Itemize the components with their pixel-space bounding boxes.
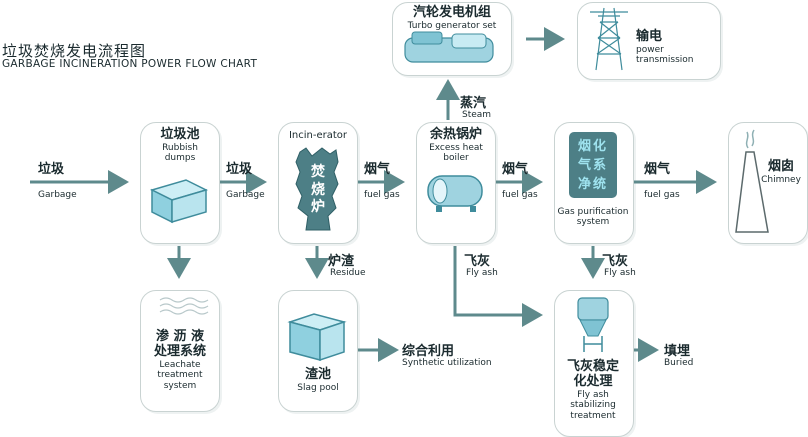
edge-fly-ash-2-en: Fly ash	[604, 268, 636, 278]
edge-flue-3-cn: 烟气	[644, 162, 671, 177]
gas-purification-en-2: system	[576, 217, 610, 228]
fly-ash-stabilizing-en-3: treatment	[570, 410, 616, 421]
edge-buried-cn: 填埋	[664, 344, 691, 359]
rubbish-dumps-label: 垃圾池 Rubbish dumps	[140, 127, 220, 164]
power-en-2: transmission	[636, 55, 694, 66]
edge-synthetic-en: Synthetic utilization	[402, 358, 492, 368]
fly-ash-stabilizing-label: 飞灰稳定 化处理 Fly ash stabilizing treatment	[550, 359, 636, 421]
edge-flue-2-cn: 烟气	[502, 162, 529, 177]
leachate-cn-1: 渗 沥 液	[155, 329, 205, 344]
boiler-icon	[427, 175, 483, 212]
edge-garbage-2-cn: 垃圾	[226, 162, 253, 177]
boiler-en-2: boiler	[443, 153, 469, 164]
turbo-en: Turbo generator set	[407, 20, 497, 31]
boiler-en-1: Excess heat	[429, 142, 483, 153]
turbo-generator-icon	[404, 31, 494, 63]
edge-steam-en: Steam	[462, 110, 492, 120]
fly-ash-stabilizing-en-1: Fly ash	[577, 389, 609, 400]
chimney-en: Chimney	[761, 174, 801, 185]
fly-ash-tower-icon	[577, 297, 609, 352]
slag-pool-en: Slag pool	[297, 382, 339, 393]
edge-residue-en: Residue	[330, 268, 366, 278]
gas-purification-cn: 烟化 气系 净统	[569, 138, 617, 195]
boiler-label: 余热锅炉 Excess heat boiler	[416, 127, 496, 164]
edge-fly-ash-2-cn: 飞灰	[602, 254, 629, 269]
chart-subtitle: GARBAGE INCINERATION POWER FLOW CHART	[2, 58, 258, 70]
chimney-label: 烟囱 Chimney	[758, 159, 804, 185]
rubbish-dumps-cn: 垃圾池	[160, 127, 200, 142]
incinerator-cn-1: 焚	[311, 164, 325, 180]
edge-flue-1-cn: 烟气	[364, 162, 391, 177]
power-tower-icon	[590, 7, 628, 71]
chimney-cn: 烟囱	[767, 159, 794, 174]
fly-ash-stabilizing-en-2: stabilizing	[570, 400, 616, 411]
edge-flue-2-en: fuel gas	[502, 190, 538, 200]
turbo-label: 汽轮发电机组 Turbo generator set	[392, 5, 512, 31]
gas-purification-en-1: Gas purification	[557, 207, 629, 217]
edge-fly-ash-1-en: Fly ash	[466, 268, 498, 278]
slag-pool-icon	[287, 313, 347, 362]
leachate-en-3: system	[163, 380, 197, 391]
fly-ash-stabilizing-cn-2: 化处理	[573, 373, 613, 389]
incinerator-label: Incin-erator	[278, 130, 358, 142]
power-cn: 输电	[636, 29, 663, 44]
gas-purification-block	[569, 132, 617, 198]
incinerator-icon	[295, 147, 339, 231]
chimney-icon	[735, 129, 769, 233]
edge-flue-1-en: fuel gas	[364, 190, 400, 200]
edge-steam-cn: 蒸汽	[460, 96, 487, 111]
edge-garbage-in-en: Garbage	[38, 190, 77, 200]
power-label: 输电 power transmission	[636, 29, 716, 66]
slag-pool-cn: 渣池	[304, 367, 331, 382]
leachate-wave-icon	[159, 297, 209, 315]
incinerator-en: Incin-erator	[288, 130, 348, 141]
gas-purification-cn-3: 净统	[577, 176, 608, 192]
edge-synthetic-cn: 综合利用	[402, 344, 455, 359]
gas-purification-en: Gas purification system	[550, 207, 636, 228]
node-leachate	[140, 290, 220, 412]
rubbish-dump-icon	[149, 179, 209, 224]
boiler-cn: 余热锅炉	[429, 127, 482, 142]
leachate-label: 渗 沥 液 处理系统 Leachate treatment system	[140, 329, 220, 391]
slag-pool-label: 渣池 Slag pool	[278, 367, 358, 393]
chart-title: 垃圾焚烧发电流程图	[2, 42, 147, 60]
rubbish-dumps-en-2: dumps	[164, 153, 196, 164]
edge-flue-3-en: fuel gas	[644, 190, 680, 200]
edge-residue-cn: 炉渣	[328, 254, 355, 269]
edge-garbage-2-en: Garbage	[226, 190, 265, 200]
edge-fly-ash-1-cn: 飞灰	[464, 254, 491, 269]
power-en-1: power	[636, 44, 664, 55]
incinerator-cn-2: 烧	[311, 181, 325, 198]
edge-garbage-in-cn: 垃圾	[38, 162, 65, 177]
arrow-boiler-fly-ash	[453, 246, 543, 327]
edge-buried-en: Buried	[664, 358, 694, 368]
fly-ash-stabilizing-cn-1: 飞灰稳定	[566, 359, 619, 374]
node-power	[577, 2, 721, 80]
rubbish-dumps-en-1: Rubbish	[162, 142, 198, 153]
leachate-en-2: treatment	[157, 370, 203, 381]
leachate-en-1: Leachate	[159, 359, 201, 370]
incinerator-cn-3: 炉	[311, 199, 325, 215]
leachate-cn-2: 处理系统	[153, 343, 206, 359]
gas-purification-cn-1: 烟化	[577, 139, 608, 154]
gas-purification-cn-2: 气系	[577, 157, 608, 173]
incinerator-cn: 焚 烧 炉	[308, 164, 328, 217]
turbo-cn: 汽轮发电机组	[412, 5, 491, 20]
